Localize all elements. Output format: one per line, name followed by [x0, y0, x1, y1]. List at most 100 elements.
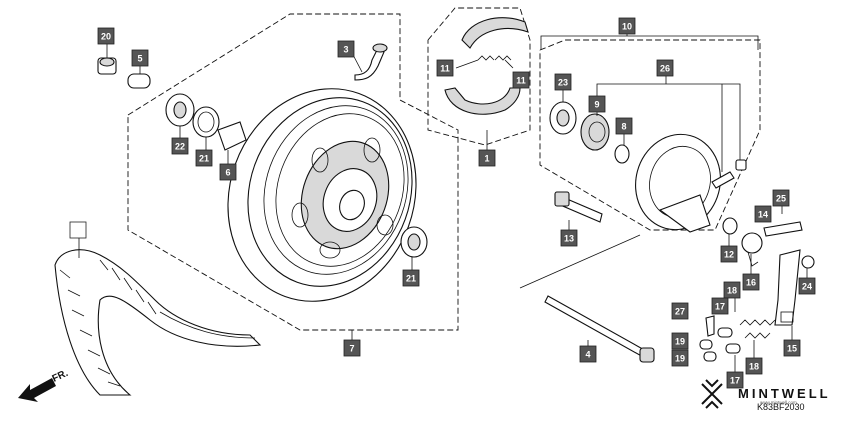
callout-number: 21 [406, 274, 416, 284]
bearing-21-upper [192, 106, 220, 138]
callout-spring: 18 [745, 357, 763, 375]
gear-9 [580, 113, 610, 151]
callout-box [219, 163, 237, 181]
callout-collar: 5 [131, 49, 149, 67]
spring-18-lower [744, 332, 771, 339]
callout-box [195, 149, 213, 167]
callout-box [726, 371, 744, 389]
callout-box [343, 339, 361, 357]
callout-box [512, 71, 530, 89]
callout-arm: 14 [754, 205, 772, 223]
callout-brake-arm: 15 [783, 339, 801, 357]
adjuster-27 [705, 315, 715, 337]
callout-bearing: 21 [402, 269, 420, 287]
callout-box [754, 205, 772, 223]
callout-box [402, 269, 420, 287]
callout-box [69, 221, 87, 239]
callout-box [560, 229, 578, 247]
callout-box [436, 59, 454, 77]
callout-number: 5 [137, 54, 142, 64]
diagram-code: K83BF2030 [757, 402, 805, 412]
callout-number: 23 [558, 78, 568, 88]
callout-spring: 11 [436, 59, 454, 77]
axle-4 [544, 295, 655, 363]
callout-number: 9 [594, 100, 599, 110]
callout-box [772, 189, 790, 207]
callout-box [478, 149, 496, 167]
callout-number: 16 [746, 278, 756, 288]
callout-box [742, 273, 760, 291]
callout-number: 15 [787, 344, 797, 354]
callout-number: 21 [199, 154, 209, 164]
oil-seal-23 [549, 101, 577, 135]
callout-adjuster: 27 [671, 302, 689, 320]
nut-20 [97, 57, 117, 75]
callout-box [671, 349, 689, 367]
callout-number: 11 [516, 76, 526, 86]
callout-box [720, 245, 738, 263]
group-outline-small-parts [519, 234, 641, 289]
callout-number: 7 [349, 344, 354, 354]
leader-lines [78, 28, 808, 372]
valve-3 [354, 43, 388, 81]
callout-box [671, 302, 689, 320]
callout-spring: 18 [723, 281, 741, 299]
callout-number: 11 [440, 64, 450, 74]
callout-number: 20 [101, 32, 111, 42]
bearing-21-lower [400, 226, 428, 258]
callout-number: 3 [343, 45, 348, 55]
group-outline-panel [539, 39, 761, 231]
callout-box [656, 59, 674, 77]
callout-brake-panel-subassembly: 26 [656, 59, 674, 77]
callout-box [554, 73, 572, 91]
callout-washer: 8 [615, 117, 633, 135]
spring-18-upper [739, 319, 776, 326]
spacer-6 [217, 121, 247, 151]
callout-collar: 19 [671, 349, 689, 367]
callout-number: 8 [621, 122, 626, 132]
callout-axle: 4 [579, 345, 597, 363]
callout-brake-cam: 13 [560, 229, 578, 247]
callout-bolt: 25 [772, 189, 790, 207]
callout-bearing: 21 [195, 149, 213, 167]
callout-number: 19 [675, 354, 685, 364]
callout-number: 22 [175, 142, 185, 152]
callout-number: 25 [776, 194, 786, 204]
callout-box [337, 40, 355, 58]
arm-14 [763, 221, 803, 237]
brake-shoe-lower [444, 87, 521, 115]
callout-number: 17 [715, 302, 725, 312]
group-outline-wheel [127, 13, 459, 331]
spring-11-left [477, 55, 495, 61]
pin-17-upper [717, 327, 733, 338]
nut-24 [801, 255, 815, 269]
front-direction-text: FR. [51, 368, 70, 385]
washer-12 [722, 217, 738, 235]
callout-wheel-assembly: 7 [343, 339, 361, 357]
brand-logo: MINTWELL www.mintwell.com K83BF2030 [701, 379, 831, 412]
callout-box [671, 332, 689, 350]
callout-number: 6 [225, 168, 230, 178]
oil-seal-22 [165, 93, 195, 127]
callout-box [798, 277, 816, 295]
brake-arm-15 [774, 249, 801, 326]
front-direction-marker: FR. [18, 368, 70, 402]
brake-shoe-upper [461, 17, 529, 49]
callout-box [723, 281, 741, 299]
callout-gear: 9 [588, 95, 606, 113]
brand-tagline: www.mintwell.com [760, 400, 797, 405]
mintwell-logo-icon [701, 379, 723, 409]
washer-8 [614, 144, 630, 164]
collar-19-upper [699, 339, 713, 350]
callout-washer: 12 [720, 245, 738, 263]
callout-box [131, 49, 149, 67]
callout-indicator-plate: 16 [742, 273, 760, 291]
callout-number: 17 [730, 376, 740, 386]
callout-number: 19 [675, 337, 685, 347]
callout-box [588, 95, 606, 113]
brand-name: MINTWELL [738, 386, 831, 401]
callout-number: 18 [727, 286, 737, 296]
callout-brake-panel-assembly: 10 [618, 17, 636, 35]
callout-brake-shoe-set: 1 [478, 149, 496, 167]
